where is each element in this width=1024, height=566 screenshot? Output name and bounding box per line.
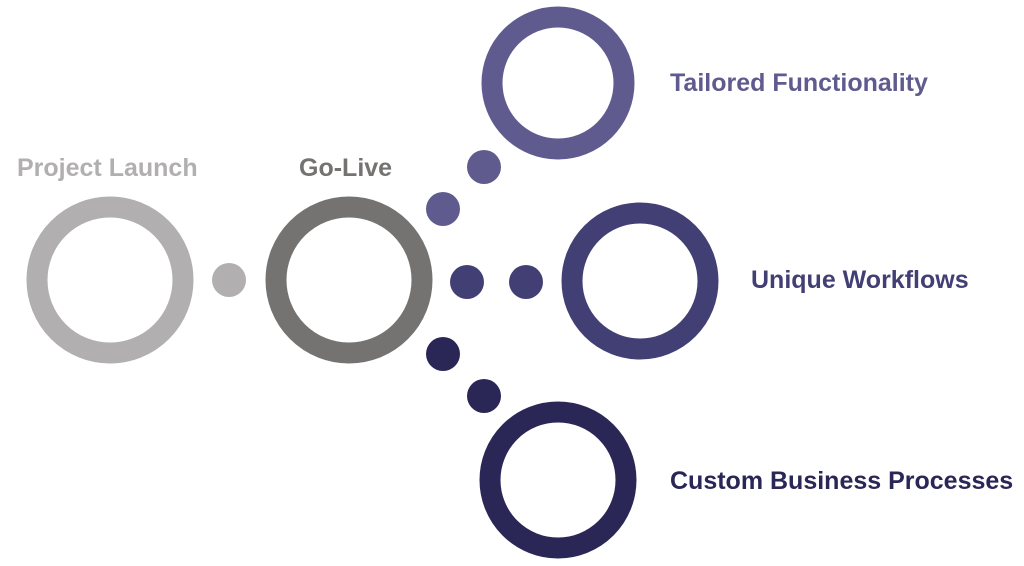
label-project-launch: Project Launch: [17, 154, 198, 182]
connector-dot-unique-1: [450, 265, 484, 299]
ring-custom-business-processes: [479, 401, 637, 559]
ring-tailored-functionality: [481, 6, 635, 160]
connector-dot-launch-golive: [212, 263, 246, 297]
connector-dot-custom-2: [467, 379, 501, 413]
ring-unique-workflows: [561, 202, 719, 360]
label-tailored-functionality: Tailored Functionality: [670, 69, 928, 97]
label-unique-workflows: Unique Workflows: [751, 266, 969, 294]
label-go-live: Go-Live: [299, 154, 393, 182]
connector-dot-unique-2: [509, 265, 543, 299]
ring-project-launch: [26, 196, 194, 364]
label-custom-business-processes: Custom Business Processes: [670, 467, 1014, 495]
connector-dot-custom-1: [426, 337, 460, 371]
connector-dot-tailored-2: [467, 150, 501, 184]
connector-dot-tailored-1: [426, 192, 460, 226]
ring-go-live: [265, 196, 433, 364]
